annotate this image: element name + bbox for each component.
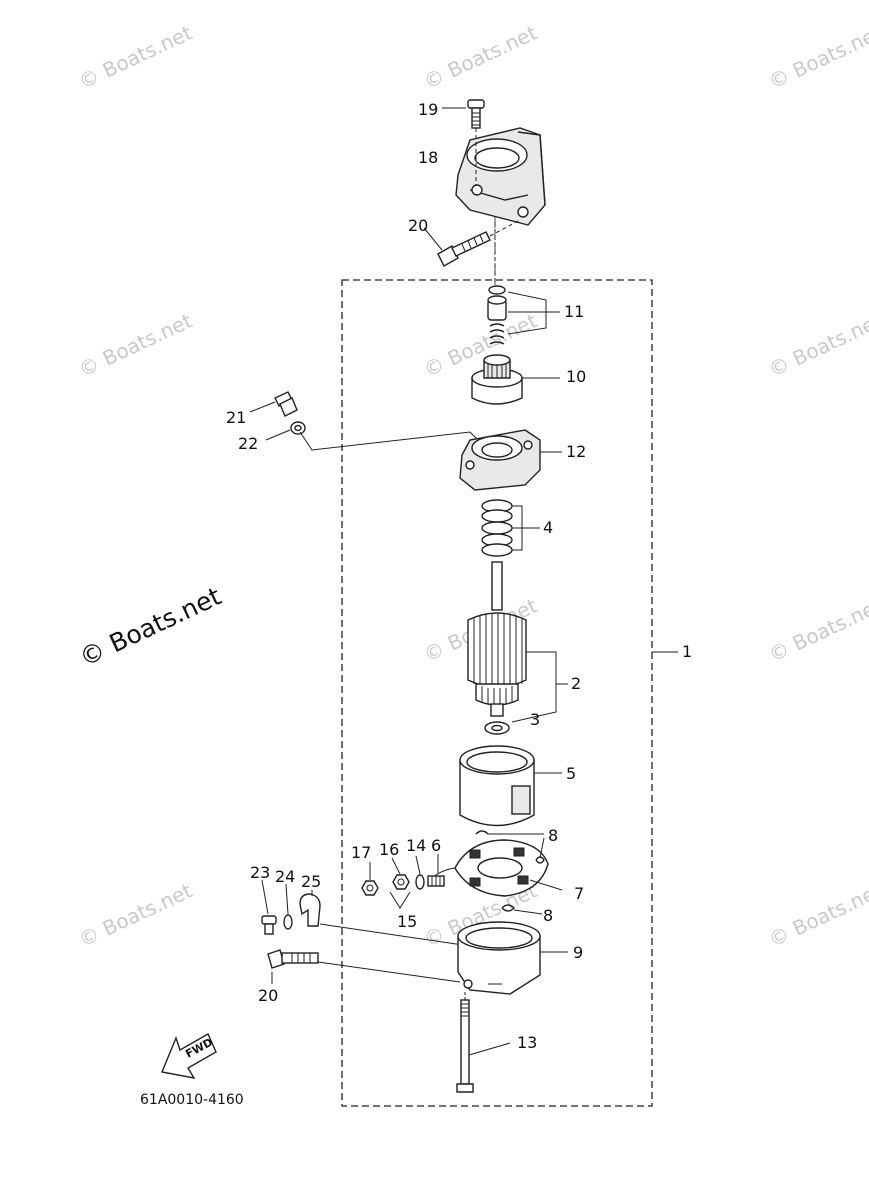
callout-18: 18 xyxy=(418,148,439,167)
callout-22: 22 xyxy=(238,434,259,453)
part-5-yoke xyxy=(459,745,535,827)
part-21-screw xyxy=(274,391,298,417)
part-17-nut xyxy=(361,880,379,896)
part-8-brush-spring xyxy=(475,830,545,912)
callout-13: 13 xyxy=(517,1033,538,1052)
part-25-clamp xyxy=(299,893,321,927)
callout-4: 4 xyxy=(543,518,554,537)
part-9-rear-cover xyxy=(457,921,541,995)
callout-16: 16 xyxy=(379,840,400,859)
part-19-bolt xyxy=(467,99,485,186)
part-13-through-bolt xyxy=(456,999,474,1093)
callout-10: 10 xyxy=(566,367,587,386)
callout-21: 21 xyxy=(226,408,247,427)
part-24-washer xyxy=(283,914,293,930)
part-4-shim-set xyxy=(481,499,513,557)
part-2-armature xyxy=(467,561,527,717)
callout-2: 2 xyxy=(571,674,582,693)
part-6-terminal-bolt xyxy=(427,875,445,887)
part-18-bracket xyxy=(455,127,546,226)
callout-17: 17 xyxy=(351,843,372,862)
callout-8-bottom: 8 xyxy=(543,906,554,925)
callout-25: 25 xyxy=(301,872,322,891)
callout-1: 1 xyxy=(682,642,693,661)
part-10-pinion xyxy=(471,354,523,405)
diagram-code: 61A0010-4160 xyxy=(140,1092,244,1108)
part-16-nut xyxy=(392,874,410,890)
callout-19: 19 xyxy=(418,100,439,119)
callout-6: 6 xyxy=(431,836,442,855)
part-3-washer xyxy=(484,721,510,735)
callout-20-top: 20 xyxy=(408,216,429,235)
part-14-washer xyxy=(415,874,425,890)
callout-7: 7 xyxy=(574,884,585,903)
callout-24: 24 xyxy=(275,867,296,886)
assembly-boundary xyxy=(341,279,653,1107)
callout-11: 11 xyxy=(564,302,585,321)
part-23-screw xyxy=(261,915,277,935)
callout-15: 15 xyxy=(397,912,418,931)
callout-3: 3 xyxy=(530,710,541,729)
callout-9: 9 xyxy=(573,943,584,962)
part-12-front-cover xyxy=(459,429,541,491)
callout-5: 5 xyxy=(566,764,577,783)
callout-12: 12 xyxy=(566,442,587,461)
part-20-bolt-top xyxy=(437,219,521,267)
part-22-washer xyxy=(290,421,306,435)
callout-23: 23 xyxy=(250,863,271,882)
callout-20-bottom: 20 xyxy=(258,986,279,1005)
callout-8-top: 8 xyxy=(548,826,559,845)
callout-14: 14 xyxy=(406,836,427,855)
part-11-pinion-stopper-set xyxy=(487,285,507,345)
part-20-bolt-bottom xyxy=(267,949,319,969)
part-7-brush-holder xyxy=(429,839,549,897)
fwd-arrow-icon: FWD xyxy=(161,1033,217,1079)
